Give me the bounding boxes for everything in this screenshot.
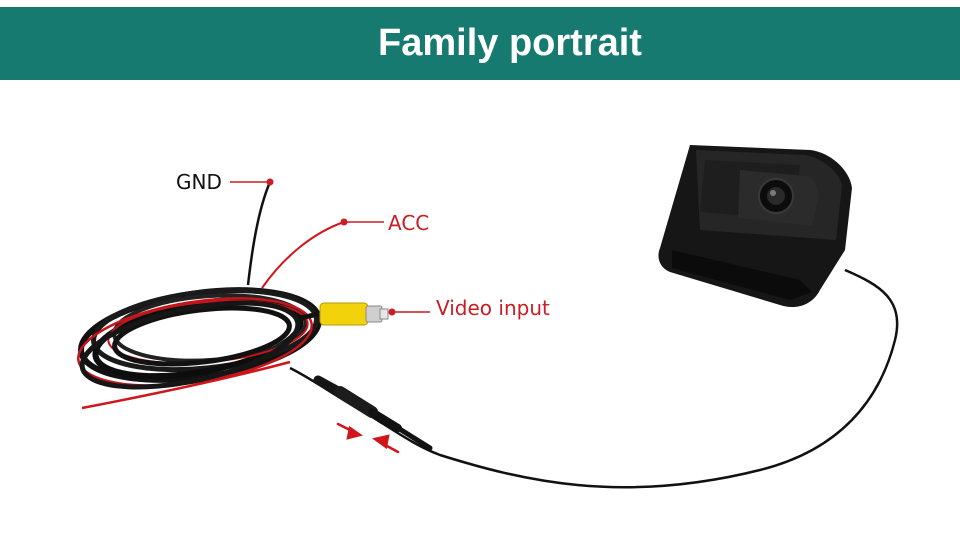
acc-label: ACC (388, 211, 430, 235)
camera-housing (658, 145, 852, 308)
rca-connector (299, 302, 389, 326)
banner-title: Family portrait (378, 22, 642, 64)
product-photo (0, 80, 960, 544)
red-wire-tail (81, 360, 291, 410)
cable-coil (77, 287, 322, 390)
gnd-label: GND (176, 170, 222, 194)
title-banner: Family portrait (0, 7, 960, 80)
inline-plug (313, 375, 433, 451)
red-arrow-pair-icon (336, 422, 400, 454)
callout-lines (230, 178, 430, 316)
video-input-label: Video input (436, 296, 550, 320)
acc-wire (261, 221, 345, 289)
gnd-wire (246, 181, 272, 286)
